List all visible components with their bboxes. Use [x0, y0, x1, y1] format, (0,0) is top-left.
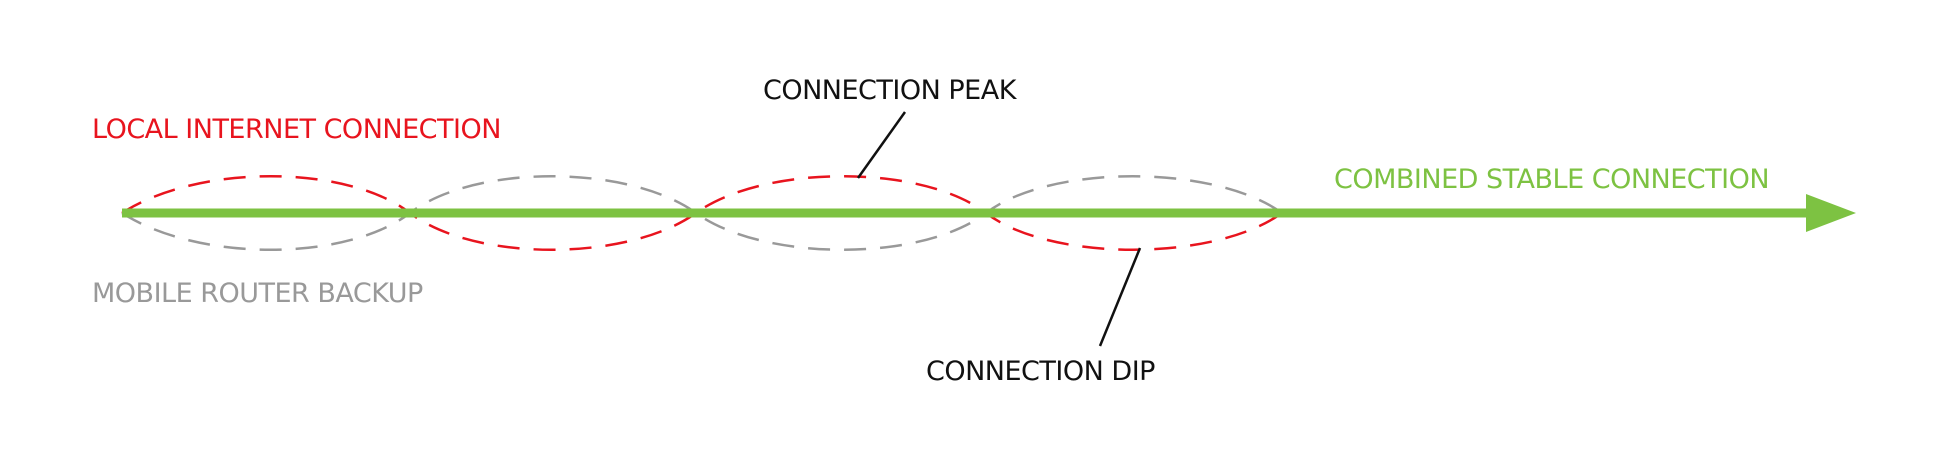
- dip-callout-line: [1098, 247, 1142, 347]
- local-connection-label: LOCAL INTERNET CONNECTION: [92, 114, 501, 145]
- mobile-router-label: MOBILE ROUTER BACKUP: [92, 278, 423, 309]
- connection-dip-label: CONNECTION DIP: [926, 356, 1155, 387]
- peak-callout-line: [856, 111, 907, 179]
- combined-connection-arrowhead: [1806, 194, 1856, 232]
- local-connection-wave: [121, 175, 1283, 251]
- mobile-router-wave: [121, 175, 1283, 251]
- connection-peak-label: CONNECTION PEAK: [763, 75, 1018, 106]
- combined-connection-label: COMBINED STABLE CONNECTION: [1334, 164, 1769, 195]
